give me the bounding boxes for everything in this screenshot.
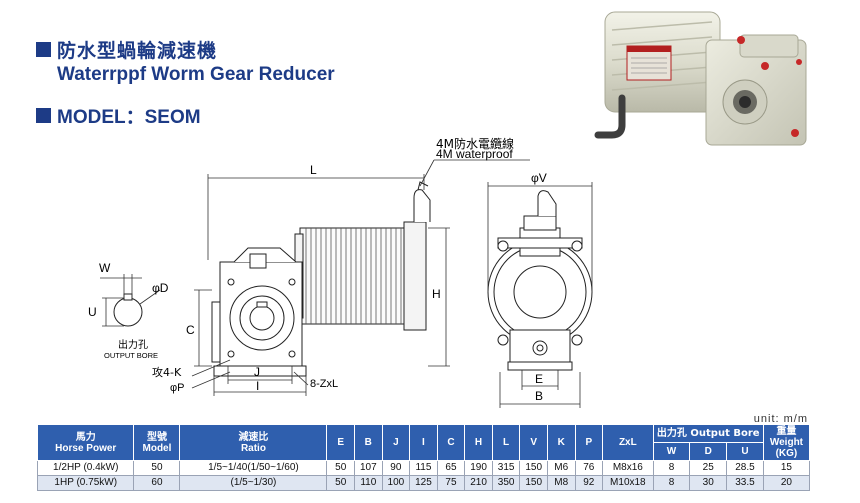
header-E: E <box>326 424 356 461</box>
table-cell: 50 <box>133 460 181 476</box>
cable-callout-leader <box>419 159 435 187</box>
header-B: B <box>354 424 383 461</box>
side-view <box>487 190 593 371</box>
table-cell: M8 <box>546 475 576 491</box>
dim-B-label: B <box>535 389 543 403</box>
bore-label-en: OUTPUT BORE <box>104 351 158 360</box>
table-cell: 1/2HP (0.4kW) <box>36 460 135 476</box>
table-cell: 8 <box>652 475 691 491</box>
technical-drawing: 4M防水電纜線 4M waterproof L φV H W φD U C J … <box>88 11 807 408</box>
dim-P-label: φP <box>170 382 184 394</box>
header-H: H <box>464 424 493 461</box>
dim-H-label: H <box>432 287 441 301</box>
product-photo <box>594 11 807 146</box>
output-bore-detail <box>100 274 161 327</box>
table-cell: 8 <box>652 460 691 476</box>
table-cell: 125 <box>409 475 438 491</box>
table-cell: 30 <box>689 475 728 491</box>
table-cell: 350 <box>491 475 521 491</box>
table-cell: 33.5 <box>726 475 764 491</box>
title-en-row: Waterrppf Worm Gear Reducer <box>36 62 335 88</box>
model-label: MODEL：SEOM <box>57 107 201 128</box>
unit-label: unit: m/m <box>753 413 808 425</box>
table-cell: 20 <box>762 475 811 491</box>
table-cell: 110 <box>354 475 383 491</box>
table-cell: 50 <box>326 460 356 476</box>
table-cell: 75 <box>436 475 466 491</box>
dim-E-label: E <box>535 372 543 386</box>
zxl-label: 8-ZxL <box>310 378 338 390</box>
table-cell: M10x18 <box>602 475 654 491</box>
table-cell: 315 <box>491 460 521 476</box>
cable-label-zh: 4M防水電纜線 <box>436 136 514 151</box>
title-zh: 防水型蝸輪減速機 <box>57 39 218 62</box>
bullet-square-icon <box>36 41 51 57</box>
table-cell: 107 <box>354 460 383 476</box>
table-cell: M6 <box>546 460 576 476</box>
dim-D-label: φD <box>152 281 169 295</box>
header-I: I <box>409 424 438 461</box>
table-subheader-row: W D U <box>38 442 810 461</box>
dim-I-label: I <box>256 379 259 393</box>
table-cell: 25 <box>689 460 728 476</box>
table-cell: 90 <box>381 460 411 476</box>
table-cell: 190 <box>464 460 493 476</box>
header-L: L <box>491 424 521 461</box>
table-cell: (1/5~1/30) <box>179 475 328 491</box>
table-row: 1/2HP (0.4kW) 50 1/5~1/40(1/50~1/60) 50 … <box>36 460 811 476</box>
cable-label-en: 4M waterproof <box>436 147 513 161</box>
table-cell: M8x16 <box>602 460 654 476</box>
side-dimensions <box>487 182 593 408</box>
title-block: 防水型蝸輪減速機 Waterrppf Worm Gear Reducer MOD… <box>36 36 335 129</box>
header-P: P <box>574 424 604 461</box>
table-cell: 28.5 <box>726 460 764 476</box>
dim-U-label: U <box>88 305 97 319</box>
table-cell: 115 <box>409 460 438 476</box>
header-C: C <box>436 424 466 461</box>
title-en: Waterrppf Worm Gear Reducer <box>57 64 335 85</box>
header-W: W <box>652 442 691 461</box>
dim-W-label: W <box>99 261 111 275</box>
table-cell: 60 <box>133 475 181 491</box>
header-U: U <box>726 442 764 461</box>
table-cell: 1HP (0.75kW) <box>36 475 135 491</box>
front-dimensions <box>191 174 450 396</box>
table-row: 1HP (0.75kW) 60 (1/5~1/30) 50 110 100 12… <box>36 475 811 491</box>
table-cell: 92 <box>574 475 604 491</box>
dim-V-label: φV <box>531 171 547 185</box>
table-cell: 65 <box>436 460 466 476</box>
header-ZxL: ZxL <box>602 424 654 461</box>
title-zh-row: 防水型蝸輪減速機 <box>36 36 335 62</box>
table-cell: 76 <box>574 460 604 476</box>
table-cell: 150 <box>519 475 548 491</box>
table-cell: 150 <box>519 460 548 476</box>
bore-label-zh: 出力孔 <box>118 338 148 351</box>
table-cell: 100 <box>381 475 411 491</box>
dim-C-label: C <box>186 323 195 337</box>
header-K: K <box>546 424 576 461</box>
model-row: MODEL：SEOM <box>36 102 335 129</box>
dim-J-label: J <box>254 365 260 379</box>
table-cell: 50 <box>326 475 356 491</box>
header-D: D <box>689 442 728 461</box>
dim-L-label: L <box>310 163 317 177</box>
header-J: J <box>381 424 411 461</box>
table-cell: 210 <box>464 475 493 491</box>
table-cell: 1/5~1/40(1/50~1/60) <box>179 460 328 476</box>
front-view <box>211 181 431 377</box>
tap-K-label: 攻4-K <box>152 365 182 379</box>
header-V: V <box>519 424 548 461</box>
bullet-square-icon <box>36 108 51 123</box>
header-output-bore: 出力孔 Output Bore <box>652 424 764 443</box>
table-cell: 15 <box>762 460 811 476</box>
